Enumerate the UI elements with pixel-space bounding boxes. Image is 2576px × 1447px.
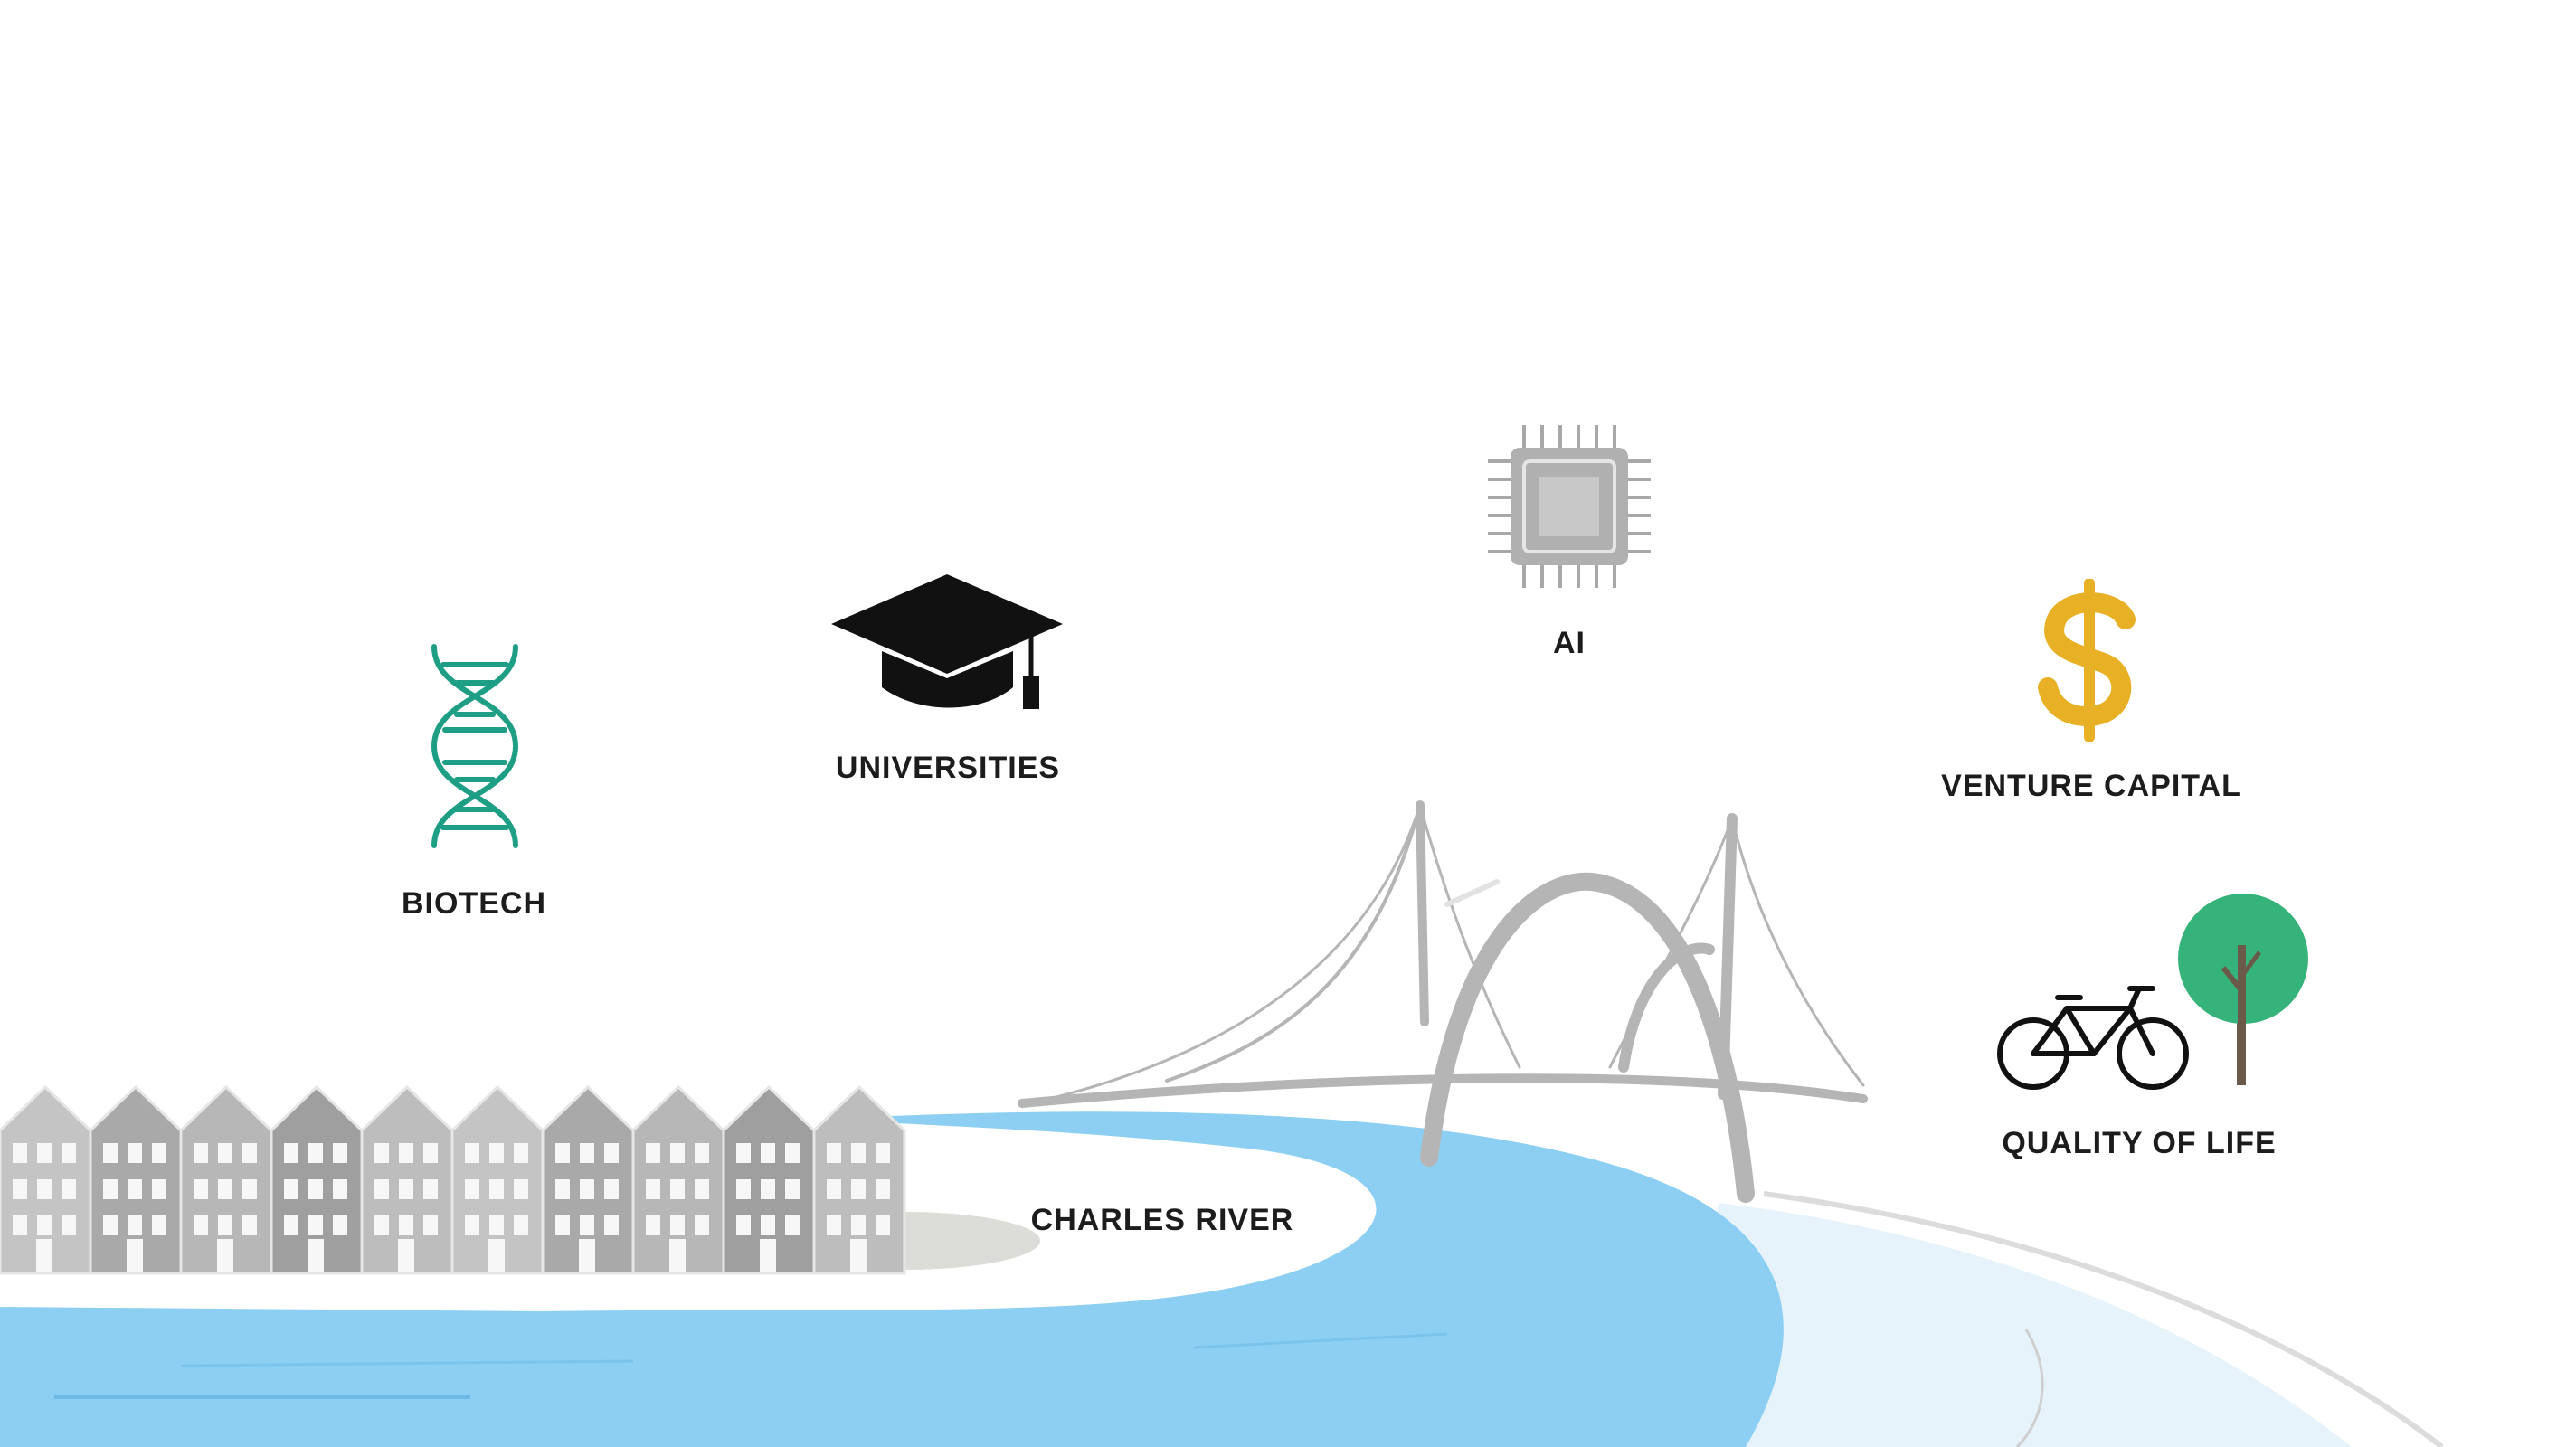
graduation-cap-icon: [831, 574, 1063, 709]
water-ripple: [1193, 1332, 1448, 1349]
rowhouse: [722, 1084, 816, 1275]
quality-of-life-label: QUALITY OF LIFE: [2002, 1126, 2277, 1160]
rowhouses: [0, 1084, 906, 1275]
dna-icon: [431, 644, 519, 848]
rowhouse: [450, 1084, 545, 1275]
rowhouse: [179, 1084, 273, 1275]
water-ripple: [180, 1359, 634, 1367]
rowhouse: [812, 1084, 906, 1275]
charles-river-label: CHARLES RIVER: [1030, 1203, 1294, 1237]
riverbank-edge: [1763, 1191, 2444, 1447]
bicycle-icon: [1997, 986, 2189, 1090]
rowhouse: [0, 1084, 92, 1275]
biotech-label: BIOTECH: [402, 886, 546, 921]
dollar-sign-icon: [2038, 579, 2136, 742]
universities-label: UNIVERSITIES: [835, 751, 1061, 785]
river-light-area: [1673, 1203, 2352, 1447]
rowhouse: [541, 1084, 635, 1275]
rowhouse: [270, 1084, 364, 1275]
water-ripple: [2015, 1329, 2044, 1447]
bridge: [1018, 800, 1868, 1203]
ai-label: AI: [1553, 626, 1586, 660]
tree-icon: [2178, 894, 2308, 1085]
rowhouse: [631, 1084, 725, 1275]
microchip-icon: [1488, 425, 1651, 588]
venture-capital-label: VENTURE CAPITAL: [1941, 769, 2241, 803]
rowhouse: [360, 1084, 454, 1275]
rowhouse: [89, 1084, 183, 1275]
